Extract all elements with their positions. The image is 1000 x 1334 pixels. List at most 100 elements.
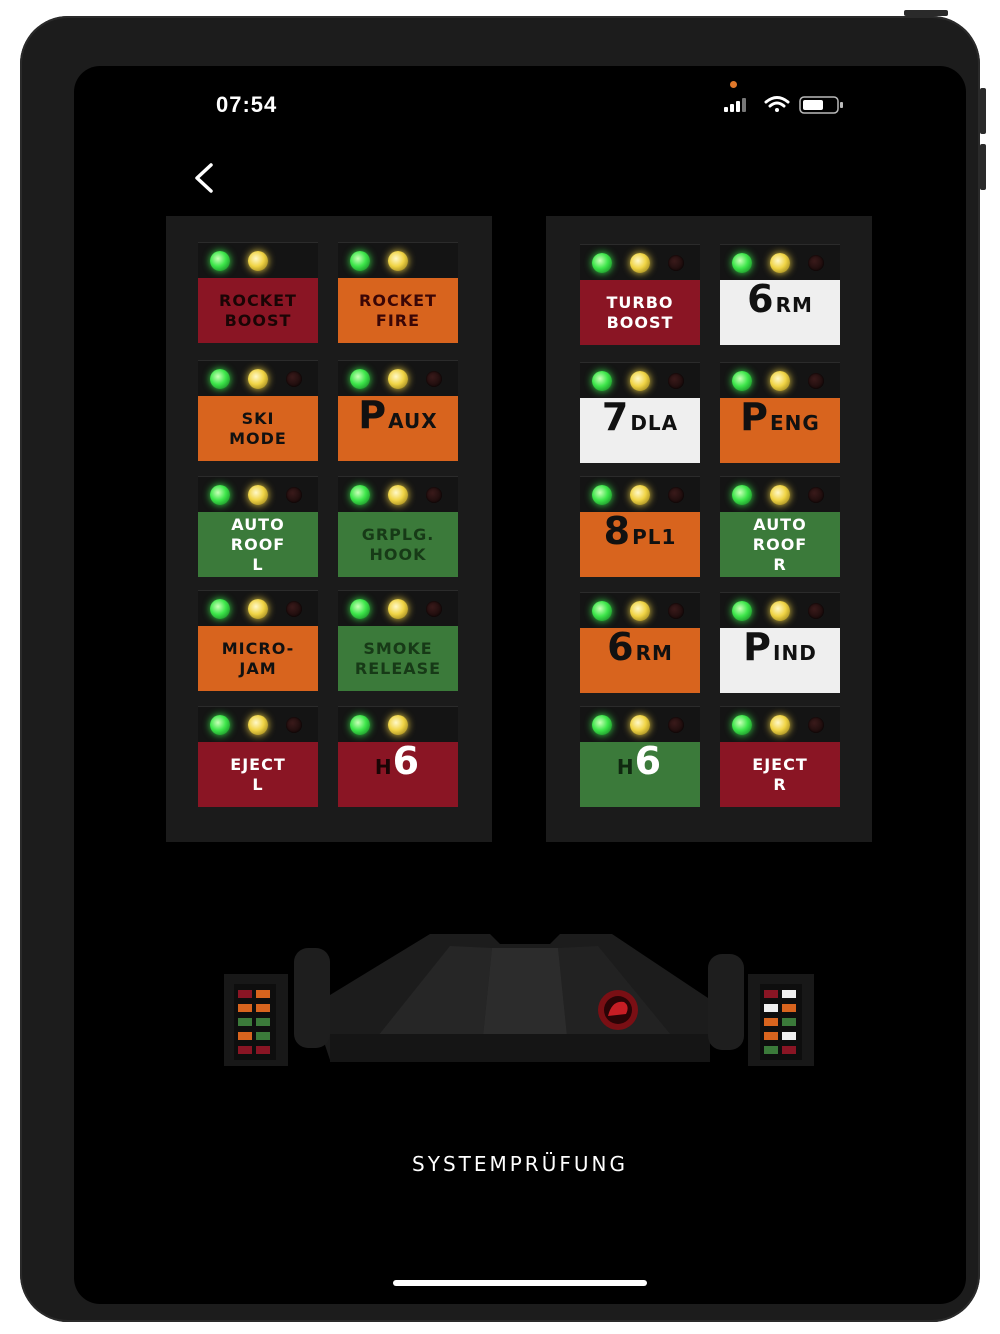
tile-8-pl1[interactable]: 8 PL1 bbox=[580, 476, 700, 580]
tile-h6-right[interactable]: H 6 bbox=[580, 706, 700, 810]
back-button[interactable] bbox=[186, 158, 222, 198]
yellow-led bbox=[770, 601, 790, 621]
status-time: 07:54 bbox=[216, 92, 278, 117]
turbo-boost-button[interactable]: TURBO BOOST bbox=[580, 280, 700, 345]
tile-label-small: RM bbox=[775, 293, 813, 317]
grplg-hook-button[interactable]: GRPLG. HOOK bbox=[338, 512, 458, 577]
red-led bbox=[668, 603, 684, 619]
p-aux-button[interactable]: P AUX bbox=[338, 396, 458, 461]
tile-label-small: ENG bbox=[770, 411, 820, 435]
yellow-led bbox=[388, 485, 408, 505]
tile-p-ind[interactable]: P IND bbox=[720, 592, 840, 696]
tile-label-line: SMOKE bbox=[363, 638, 433, 658]
micro-jam-button[interactable]: MICRO- JAM bbox=[198, 626, 318, 691]
tile-h6-left[interactable]: H 6 bbox=[338, 706, 458, 810]
green-led bbox=[592, 485, 612, 505]
tile-7-dla[interactable]: 7 DLA bbox=[580, 362, 700, 466]
indicator-lights bbox=[198, 242, 318, 279]
rocket-fire-button[interactable]: ROCKET FIRE bbox=[338, 278, 458, 343]
auto-roof-r-button[interactable]: AUTO ROOF R bbox=[720, 512, 840, 577]
h6-right-button[interactable]: H 6 bbox=[580, 742, 700, 807]
7-dla-button[interactable]: 7 DLA bbox=[580, 398, 700, 463]
h6-left-button[interactable]: H 6 bbox=[338, 742, 458, 807]
red-led bbox=[668, 373, 684, 389]
tile-rocket-boost[interactable]: ROCKET BOOST bbox=[198, 242, 318, 346]
indicator-lights bbox=[580, 244, 700, 281]
yellow-led bbox=[388, 251, 408, 271]
yellow-led bbox=[388, 369, 408, 389]
tile-label-line: TURBO bbox=[606, 292, 674, 312]
tile-label-small: H bbox=[616, 755, 635, 779]
tile-p-eng[interactable]: P ENG bbox=[720, 362, 840, 466]
p-eng-button[interactable]: P ENG bbox=[720, 398, 840, 463]
yellow-led bbox=[248, 485, 268, 505]
volume-up-button bbox=[980, 88, 986, 134]
tile-ski-mode[interactable]: SKI MODE bbox=[198, 360, 318, 464]
tile-p-aux[interactable]: P AUX bbox=[338, 360, 458, 464]
red-led bbox=[426, 487, 442, 503]
status-icons bbox=[724, 94, 854, 114]
tile-label-big: 6 bbox=[747, 280, 774, 321]
ski-mode-button[interactable]: SKI MODE bbox=[198, 396, 318, 461]
yellow-led bbox=[770, 371, 790, 391]
tile-6-rm-bottom[interactable]: 6 RM bbox=[580, 592, 700, 696]
indicator-lights bbox=[580, 362, 700, 399]
tile-label-small: PL1 bbox=[632, 525, 677, 549]
green-led bbox=[210, 715, 230, 735]
right-switch-panel: TURBO BOOST 6 RM 7 DLA bbox=[546, 216, 872, 842]
tile-auto-roof-r[interactable]: AUTO ROOF R bbox=[720, 476, 840, 580]
green-led bbox=[592, 601, 612, 621]
eject-r-button[interactable]: EJECT R bbox=[720, 742, 840, 807]
yellow-led bbox=[630, 253, 650, 273]
red-led bbox=[286, 601, 302, 617]
tile-label-line: MICRO- bbox=[221, 638, 295, 658]
green-led bbox=[732, 253, 752, 273]
tile-smoke-release[interactable]: SMOKE RELEASE bbox=[338, 590, 458, 694]
p-ind-button[interactable]: P IND bbox=[720, 628, 840, 693]
red-led bbox=[286, 371, 302, 387]
power-button bbox=[904, 10, 948, 16]
tile-label-line: BOOST bbox=[224, 310, 292, 330]
tile-label-big: P bbox=[358, 396, 387, 437]
tile-grplg-hook[interactable]: GRPLG. HOOK bbox=[338, 476, 458, 580]
tile-micro-jam[interactable]: MICRO- JAM bbox=[198, 590, 318, 694]
tile-label-big: 8 bbox=[603, 512, 631, 553]
tile-label-line: AUTO bbox=[753, 514, 807, 534]
tile-label-line: SKI bbox=[241, 408, 275, 428]
indicator-lights bbox=[580, 476, 700, 513]
rocket-boost-button[interactable]: ROCKET BOOST bbox=[198, 278, 318, 343]
6-rm-bottom-button[interactable]: 6 RM bbox=[580, 628, 700, 693]
tile-label-big: 7 bbox=[601, 398, 629, 439]
tile-label-line: L bbox=[252, 774, 264, 794]
6-rm-top-button[interactable]: 6 RM bbox=[720, 280, 840, 345]
tile-auto-roof-l[interactable]: AUTO ROOF L bbox=[198, 476, 318, 580]
eject-l-button[interactable]: EJECT L bbox=[198, 742, 318, 807]
dashboard-console-image bbox=[220, 926, 820, 1076]
mini-switch-panel-left bbox=[234, 984, 276, 1060]
tile-label-big: P bbox=[740, 398, 769, 439]
yellow-led bbox=[248, 251, 268, 271]
green-led bbox=[350, 251, 370, 271]
tile-rocket-fire[interactable]: ROCKET FIRE bbox=[338, 242, 458, 346]
red-led bbox=[808, 255, 824, 271]
tile-label-line: AUTO bbox=[231, 514, 285, 534]
8-pl1-button[interactable]: 8 PL1 bbox=[580, 512, 700, 577]
tile-eject-l[interactable]: EJECT L bbox=[198, 706, 318, 810]
tile-eject-r[interactable]: EJECT R bbox=[720, 706, 840, 810]
green-led bbox=[350, 715, 370, 735]
tile-label-big: 6 bbox=[634, 742, 662, 783]
auto-roof-l-button[interactable]: AUTO ROOF L bbox=[198, 512, 318, 577]
indicator-lights bbox=[720, 244, 840, 281]
yellow-led bbox=[388, 715, 408, 735]
indicator-lights bbox=[338, 360, 458, 397]
yellow-led bbox=[630, 485, 650, 505]
left-switch-panel: ROCKET BOOST ROCKET FIRE SKI MODE bbox=[166, 216, 492, 842]
smoke-release-button[interactable]: SMOKE RELEASE bbox=[338, 626, 458, 691]
tile-label-small: IND bbox=[773, 641, 817, 665]
tile-label-line: HOOK bbox=[369, 544, 427, 564]
tile-6-rm-top[interactable]: 6 RM bbox=[720, 244, 840, 348]
home-indicator[interactable] bbox=[393, 1280, 647, 1286]
tile-label-line: BOOST bbox=[606, 312, 674, 332]
tile-label-big: 6 bbox=[392, 742, 420, 783]
tile-turbo-boost[interactable]: TURBO BOOST bbox=[580, 244, 700, 348]
